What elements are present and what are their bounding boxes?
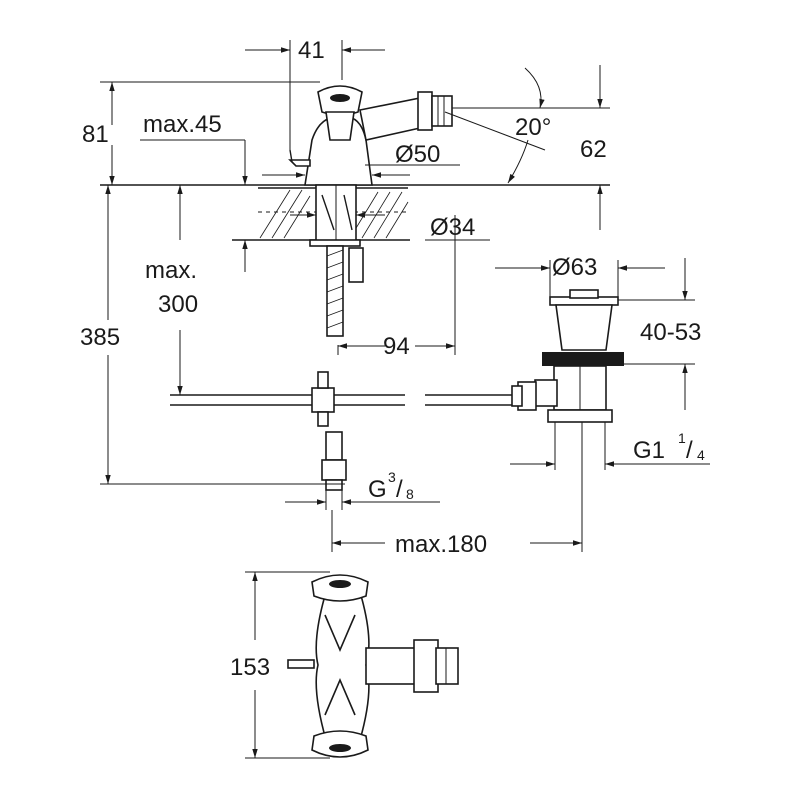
- label-94: 94: [383, 333, 410, 360]
- label-385: 385: [80, 324, 120, 351]
- label-max300-line1: max.: [145, 257, 197, 284]
- label-g1-1-4: G1 1 / 4: [633, 430, 705, 464]
- label-g38-den: 8: [406, 486, 414, 502]
- label-max180: max.180: [395, 531, 487, 558]
- label-g114-slash: /: [686, 437, 693, 464]
- label-d63: Ø63: [552, 254, 597, 281]
- label-max300-line2: 300: [158, 291, 198, 318]
- label-153: 153: [230, 654, 270, 681]
- label-g114-main: G1: [633, 437, 665, 464]
- label-g114-den: 4: [697, 447, 705, 463]
- label-g114-num: 1: [678, 430, 686, 446]
- mixer-front-view: [100, 85, 610, 491]
- label-d34: Ø34: [430, 214, 475, 241]
- label-g-3-8: G 3 / 8: [368, 469, 414, 503]
- dimension-labels: 41 81 max.45 20° 62 Ø50 Ø34 max. 300 385…: [80, 37, 705, 681]
- label-g38-slash: /: [396, 476, 403, 503]
- label-d50: Ø50: [395, 141, 440, 168]
- label-g38-main: G: [368, 476, 387, 503]
- label-81: 81: [82, 121, 109, 148]
- dimension-lines: [100, 40, 710, 759]
- label-41: 41: [298, 37, 325, 64]
- label-max45: max.45: [143, 111, 222, 138]
- mixer-top-view: [287, 574, 459, 758]
- label-20deg: 20°: [515, 114, 551, 141]
- label-62: 62: [580, 136, 607, 163]
- waste-fitting: [511, 289, 624, 423]
- label-40-53: 40-53: [640, 319, 701, 346]
- label-g38-num: 3: [388, 469, 396, 485]
